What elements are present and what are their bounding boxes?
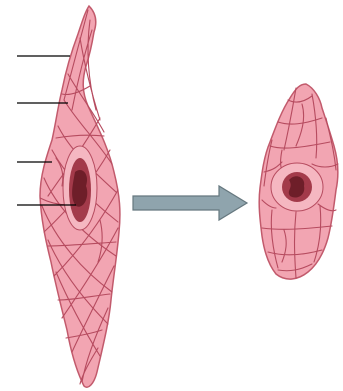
contracted-cell <box>259 84 338 279</box>
arrow-shape <box>133 186 247 220</box>
contracted-cell-nucleus-core <box>289 176 304 197</box>
elongated-cell <box>40 6 120 387</box>
elongated-cell-nucleus-core <box>72 170 87 207</box>
right-arrow <box>133 186 247 220</box>
